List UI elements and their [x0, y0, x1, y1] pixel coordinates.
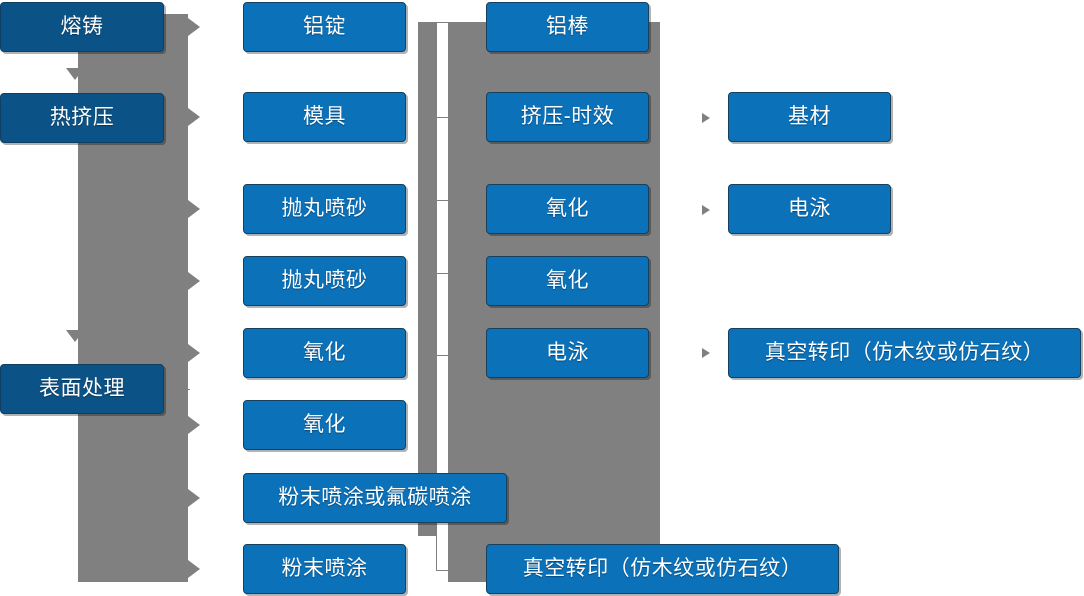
- output-label-substrate: 基材: [788, 105, 831, 129]
- process-box-mould[interactable]: 模具: [243, 92, 406, 142]
- process-label-oxidation-1: 氧化: [303, 341, 346, 365]
- connector-tick-oxidation-1: [436, 200, 450, 201]
- arrow-to-substrate: [702, 113, 710, 123]
- connector-arrow-to-ingot: [188, 18, 200, 36]
- connector-arrow-down-surface: [66, 330, 84, 342]
- output-label-electrophoresis: 电泳: [788, 197, 831, 221]
- process-label-oxidation-4: 氧化: [546, 269, 589, 293]
- process-box-oxidation-3[interactable]: 氧化: [486, 184, 649, 234]
- stage-box-melting[interactable]: 熔铸: [0, 2, 164, 52]
- connector-vline-mid: [436, 22, 437, 570]
- connector-arrow-to-oxidation-2: [188, 416, 200, 434]
- process-box-ingot[interactable]: 铝锭: [243, 2, 406, 52]
- process-label-shotblast-2: 抛丸喷砂: [281, 269, 368, 293]
- process-label-aluminum-bar: 铝棒: [546, 15, 589, 39]
- stage-label-surface-treatment: 表面处理: [39, 377, 125, 401]
- process-box-shotblast-1[interactable]: 抛丸喷砂: [243, 184, 406, 234]
- arrow-to-vacuum-transfer: [702, 348, 710, 358]
- arrow-to-electrophoresis: [702, 205, 710, 215]
- process-box-extrusion-aging[interactable]: 挤压-时效: [486, 92, 649, 142]
- process-label-shotblast-1: 抛丸喷砂: [281, 197, 368, 221]
- process-label-vacuum-transfer-mid: 真空转印（仿木纹或仿石纹）: [522, 557, 803, 581]
- output-box-vacuum-transfer[interactable]: 真空转印（仿木纹或仿石纹）: [728, 328, 1081, 378]
- output-box-electrophoresis[interactable]: 电泳: [728, 184, 891, 234]
- connector-line-surface: [164, 389, 190, 390]
- output-box-substrate[interactable]: 基材: [728, 92, 891, 142]
- connector-tick-extrude-aging: [436, 117, 450, 118]
- connector-tick-electrophoresis: [436, 355, 450, 356]
- connector-arrow-to-powder-fluoro: [188, 489, 200, 507]
- connector-arrow-to-powder: [188, 560, 200, 578]
- stage-box-surface-treatment[interactable]: 表面处理: [0, 364, 164, 414]
- connector-band-mid-riser: [418, 22, 436, 536]
- process-label-powder: 粉末喷涂: [281, 557, 368, 581]
- process-label-ingot: 铝锭: [303, 15, 346, 39]
- process-label-extrusion-aging: 挤压-时效: [520, 105, 615, 129]
- process-box-oxidation-1[interactable]: 氧化: [243, 328, 406, 378]
- process-box-shotblast-2[interactable]: 抛丸喷砂: [243, 256, 406, 306]
- process-box-oxidation-4[interactable]: 氧化: [486, 256, 649, 306]
- process-box-powder[interactable]: 粉末喷涂: [243, 544, 406, 594]
- stage-label-melting: 熔铸: [60, 15, 104, 39]
- connector-tick-vacuum: [436, 570, 450, 571]
- process-label-electrophoresis-mid: 电泳: [546, 341, 589, 365]
- process-box-vacuum-transfer-mid[interactable]: 真空转印（仿木纹或仿石纹）: [486, 544, 839, 594]
- connector-arrow-to-shotblast-2: [188, 272, 200, 290]
- connector-tick-albar: [436, 22, 450, 23]
- process-box-powder-or-fluorocarbon[interactable]: 粉末喷涂或氟碳喷涂: [243, 473, 507, 523]
- process-label-oxidation-3: 氧化: [546, 197, 589, 221]
- connector-arrow-to-oxidation-1: [188, 344, 200, 362]
- process-box-aluminum-bar[interactable]: 铝棒: [486, 2, 649, 52]
- output-label-vacuum-transfer: 真空转印（仿木纹或仿石纹）: [764, 341, 1045, 365]
- stage-box-extrusion[interactable]: 热挤压: [0, 93, 164, 143]
- process-label-mould: 模具: [303, 105, 346, 129]
- process-label-oxidation-2: 氧化: [303, 413, 346, 437]
- connector-arrow-to-mould: [188, 108, 200, 126]
- connector-tick-oxidation-2: [436, 273, 450, 274]
- process-box-electrophoresis-mid[interactable]: 电泳: [486, 328, 649, 378]
- connector-arrow-down-melting: [66, 68, 84, 80]
- stage-label-extrusion: 热挤压: [49, 106, 115, 130]
- connector-arrow-to-shotblast-1: [188, 200, 200, 218]
- process-label-powder-or-fluorocarbon: 粉末喷涂或氟碳喷涂: [278, 486, 472, 510]
- process-box-oxidation-2[interactable]: 氧化: [243, 400, 406, 450]
